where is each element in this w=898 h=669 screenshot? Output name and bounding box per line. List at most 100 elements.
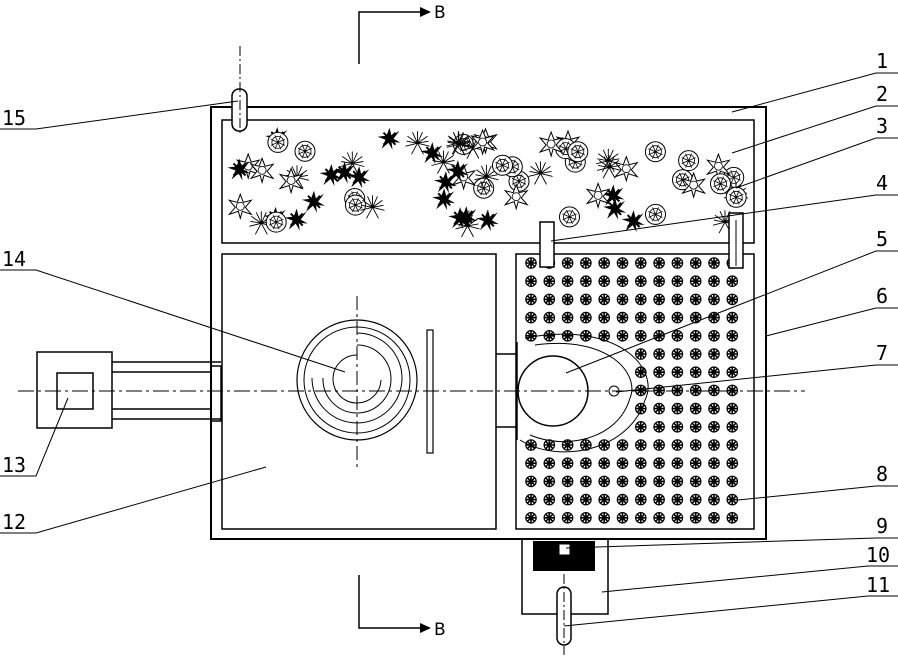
asterisk-circle-icon [671,275,684,288]
asterisk-circle-icon [707,366,721,379]
asterisk-circle-icon [524,493,538,506]
svg-text:1: 1 [876,49,888,73]
asterisk-circle-icon [653,402,666,415]
flow-arc [529,343,633,442]
asterisk-circle-icon [561,293,574,306]
asterisk-circle-icon [671,493,684,506]
callout-8: 8 [737,462,898,501]
asterisk-circle-icon [634,402,647,415]
asterisk-circle-icon [707,256,721,270]
asterisk-circle-icon [689,256,702,270]
asterisk-circle-icon [616,438,629,452]
svg-text:B: B [434,3,446,23]
svg-text:8: 8 [876,462,888,486]
asterisk-circle-icon [707,275,721,288]
shrub-icon [474,208,500,233]
planting-area [226,126,749,238]
shrub-icon [586,182,610,208]
asterisk-circle-icon [689,329,702,342]
asterisk-circle-icon [598,493,611,506]
asterisk-circle-icon [524,256,538,270]
asterisk-circle-icon [689,475,702,488]
asterisk-circle-icon [616,293,629,306]
asterisk-circle-icon [707,347,721,361]
asterisk-circle-icon [671,366,684,379]
svg-text:9: 9 [876,514,888,538]
shrub-icon [559,206,580,228]
shrub-icon [419,141,445,166]
callout-12: 12 [0,466,267,534]
asterisk-circle-icon [634,475,647,488]
svg-text:15: 15 [2,106,26,130]
asterisk-circle-icon [653,366,666,379]
asterisk-circle-icon [561,493,574,506]
svg-text:10: 10 [866,543,890,567]
asterisk-circle-icon [726,347,739,361]
asterisk-circle-icon [689,438,702,452]
asterisk-circle-icon [524,311,538,324]
asterisk-circle-icon [671,256,684,270]
asterisk-circle-icon [689,457,702,470]
asterisk-circle-icon [726,511,739,524]
asterisk-circle-icon [726,457,739,470]
asterisk-circle-icon [543,511,556,524]
asterisk-circle-icon [653,420,666,433]
asterisk-circle-icon [689,511,702,524]
callout-14: 14 [0,247,346,373]
asterisk-circle-icon [598,457,611,470]
asterisk-circle-icon [524,457,538,470]
asterisk-circle-icon [524,475,538,488]
asterisk-circle-icon [634,311,647,324]
asterisk-circle-icon [707,293,721,306]
asterisk-circle-icon [598,256,611,270]
asterisk-circle-icon [634,347,647,361]
callout-1: 1 [731,49,898,113]
asterisk-circle-icon [689,420,702,433]
svg-text:2: 2 [876,82,888,106]
callout-9: 9 [565,514,898,549]
asterisk-circle-icon [561,311,574,324]
shrub-icon [620,209,646,234]
asterisk-circle-icon [616,275,629,288]
asterisk-circle-icon [634,420,647,433]
asterisk-circle-icon [726,275,739,288]
asterisk-circle-icon [579,511,592,524]
asterisk-circle-icon [653,347,666,361]
outer-tank-wall [210,106,767,540]
asterisk-circle-icon [671,347,684,361]
asterisk-circle-icon [707,457,721,470]
asterisk-circle-icon [634,293,647,306]
svg-text:B: B [434,620,446,640]
section-mark-top: B [358,3,446,64]
section-mark-bottom: B [358,575,446,640]
inflow-channel [112,361,221,420]
svg-text:5: 5 [876,227,888,251]
callout-3: 3 [735,114,898,189]
callout-7: 7 [615,341,898,393]
asterisk-circle-icon [634,275,647,288]
asterisk-circle-icon [671,420,684,433]
asterisk-circle-icon [653,438,666,452]
asterisk-circle-icon [689,366,702,379]
asterisk-circle-icon [579,293,592,306]
asterisk-circle-icon [543,457,556,470]
svg-text:11: 11 [866,573,890,597]
asterisk-circle-icon [524,329,538,342]
asterisk-circle-icon [598,511,611,524]
asterisk-circle-icon [634,457,647,470]
asterisk-circle-icon [579,475,592,488]
asterisk-circle-icon [561,329,574,342]
shrub-icon [283,207,309,232]
asterisk-circle-icon [671,293,684,306]
asterisk-circle-icon [579,256,592,270]
callout-11: 11 [563,573,898,627]
asterisk-circle-icon [616,457,629,470]
asterisk-circle-icon [671,511,684,524]
asterisk-circle-icon [707,475,721,488]
asterisk-circle-icon [726,438,739,452]
asterisk-circle-icon [634,256,647,270]
asterisk-circle-icon [524,275,538,288]
asterisk-circle-icon [653,293,666,306]
shrub-icon [492,154,513,176]
